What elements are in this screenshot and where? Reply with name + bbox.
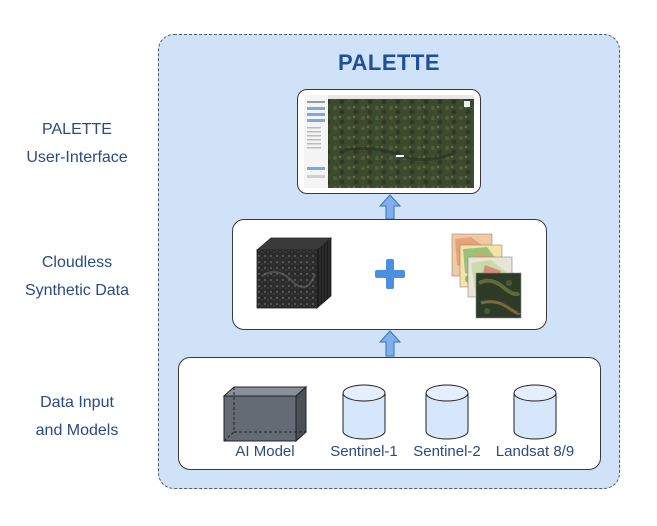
label-ui-line1: PALETTE <box>42 121 112 138</box>
sentinel2-label: Sentinel-2 <box>413 443 481 460</box>
label-input-line2: and Models <box>35 422 119 439</box>
plus-icon <box>375 259 405 289</box>
page-title: PALETTE <box>337 50 441 75</box>
optical-image-stack-icon <box>451 233 522 319</box>
sar-stack-cube-icon <box>255 237 333 309</box>
sentinel2-database-icon <box>425 384 469 440</box>
label-synthetic-data: Cloudless Synthetic Data <box>2 249 152 305</box>
landsat-database-icon <box>513 384 557 440</box>
label-data-input: Data Input and Models <box>2 389 152 445</box>
sentinel1-label: Sentinel-1 <box>330 443 398 460</box>
sentinel1-database-icon <box>342 384 386 440</box>
arrow-up-icon <box>378 194 402 220</box>
ui-screenshot-image <box>304 95 474 188</box>
label-input-line1: Data Input <box>40 394 114 411</box>
label-user-interface: PALETTE User-Interface <box>2 116 152 172</box>
ai-model-cube-icon <box>222 385 308 443</box>
landsat-label: Landsat 8/9 <box>495 443 575 460</box>
label-synthetic-line1: Cloudless <box>41 254 113 271</box>
ai-model-label: AI Model <box>235 443 295 460</box>
label-synthetic-line2: Synthetic Data <box>24 282 130 299</box>
arrow-up-icon-2 <box>378 330 402 357</box>
label-ui-line2: User-Interface <box>26 149 128 166</box>
